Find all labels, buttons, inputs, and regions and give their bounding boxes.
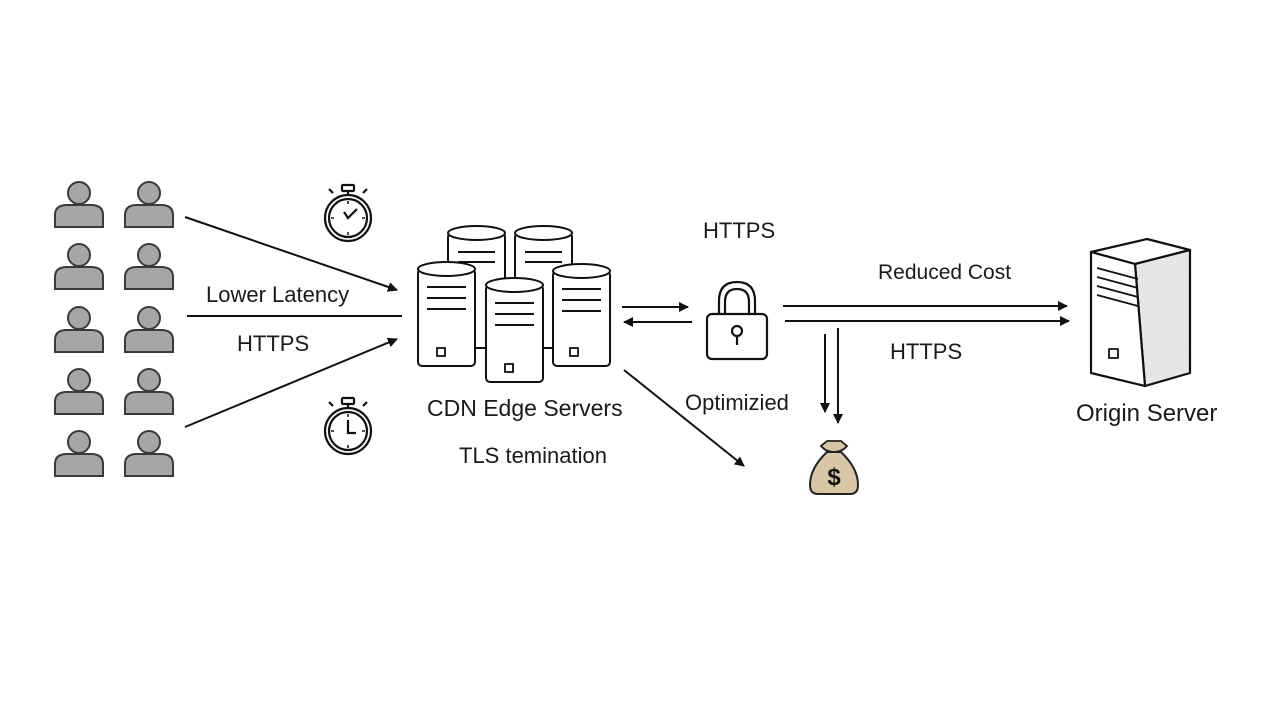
tls-termination-label: TLS temination: [459, 443, 607, 468]
user-icon: [124, 243, 174, 290]
server-icon: [552, 263, 611, 367]
lock-icon: [705, 280, 769, 361]
stopwatch-icon: [323, 183, 373, 243]
dollar-sign: $: [827, 464, 841, 491]
arrow-cdn-to-optimized: [623, 369, 745, 467]
user-icon: [54, 430, 104, 477]
user-icon: [124, 368, 174, 415]
optimized-label: Optimizied: [685, 390, 789, 415]
cdn-server-cluster: [417, 225, 611, 383]
server-icon: [485, 277, 544, 383]
https-lock-label: HTTPS: [703, 218, 776, 243]
users-group: [54, 181, 174, 477]
lower-latency-label: Lower Latency: [206, 282, 350, 307]
user-icon: [124, 306, 174, 353]
arrow-users-to-cdn-bottom: [184, 337, 398, 428]
origin-server-label: Origin Server: [1076, 400, 1218, 427]
cdn-edge-servers-label: CDN Edge Servers: [427, 395, 623, 421]
arrow-users-to-cdn-top: [184, 216, 398, 292]
user-icon: [54, 306, 104, 353]
https-origin-label: HTTPS: [890, 339, 963, 364]
https-users-label: HTTPS: [237, 331, 310, 356]
user-icon: [54, 368, 104, 415]
origin-server-icon: [1089, 237, 1192, 388]
server-icon: [417, 261, 476, 367]
user-icon: [54, 181, 104, 228]
stopwatch-icon: [323, 396, 373, 456]
user-icon: [54, 243, 104, 290]
user-icon: [124, 181, 174, 228]
user-icon: [124, 430, 174, 477]
reduced-cost-label: Reduced Cost: [878, 261, 1012, 284]
money-bag-icon: $: [808, 440, 860, 495]
